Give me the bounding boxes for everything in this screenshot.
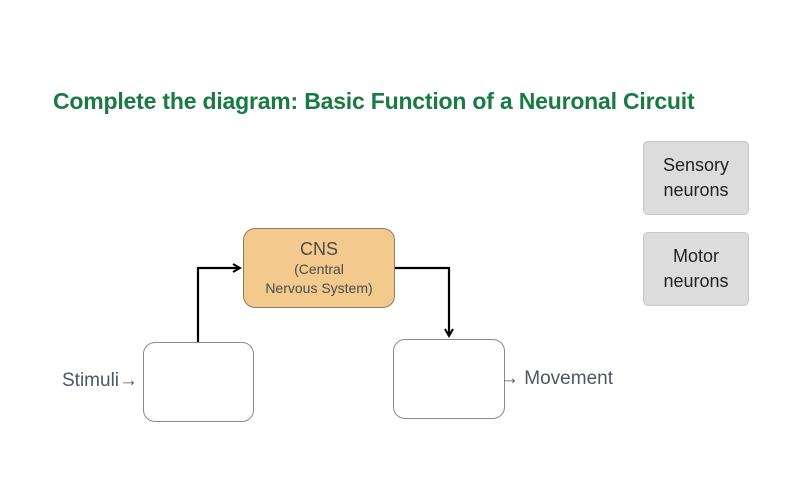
answer-card-sensory-neurons[interactable]: Sensory neurons bbox=[643, 141, 749, 215]
cns-sub-line1: (Central bbox=[294, 261, 344, 277]
movement-text: Movement bbox=[524, 368, 613, 389]
cns-label: CNS bbox=[299, 239, 338, 259]
right-arrow-icon: → bbox=[119, 370, 139, 391]
arrow-input-to-cns bbox=[196, 268, 240, 342]
cns-sub-line2: Nervous System) bbox=[265, 280, 373, 296]
card-line1: Motor bbox=[672, 246, 719, 266]
card-line1: Sensory bbox=[662, 155, 730, 175]
stimuli-label: Stimuli→ bbox=[62, 370, 138, 392]
card-line2: neurons bbox=[663, 180, 729, 200]
movement-label: → Movement bbox=[500, 368, 613, 390]
card-line2: neurons bbox=[663, 271, 729, 291]
right-arrow-icon: → bbox=[500, 368, 519, 389]
stimuli-text: Stimuli bbox=[62, 370, 120, 391]
answer-card-motor-neurons[interactable]: Motor neurons bbox=[643, 232, 749, 306]
arrow-cns-to-output bbox=[395, 266, 449, 336]
input-drop-slot[interactable] bbox=[143, 342, 254, 422]
page-title: Complete the diagram: Basic Function of … bbox=[53, 88, 695, 114]
output-drop-slot[interactable] bbox=[393, 339, 505, 419]
cns-box: CNS (Central Nervous System) bbox=[243, 228, 395, 308]
